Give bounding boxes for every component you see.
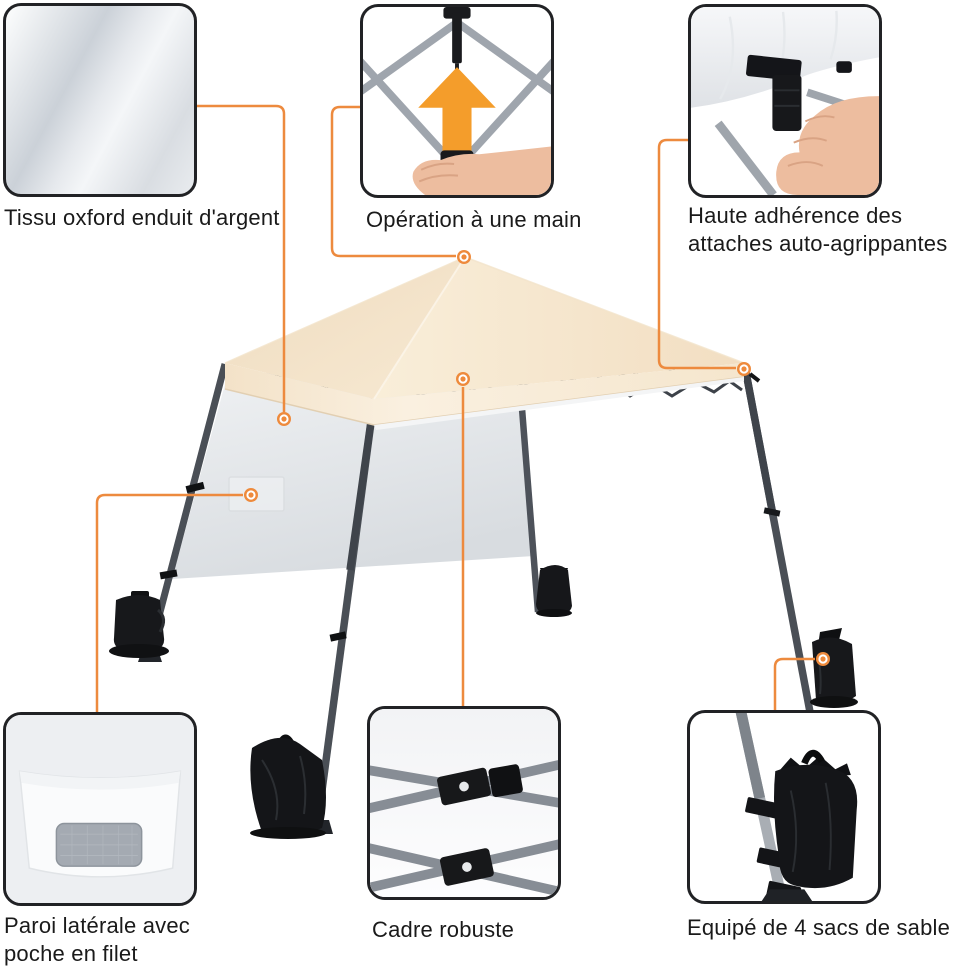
bag-handle (801, 749, 825, 765)
callout-connectors (95, 104, 815, 712)
frame-joint-plate-lower (439, 848, 494, 886)
sandbag-back-right (536, 565, 572, 617)
callout-label-frame: Cadre robuste (372, 917, 515, 942)
mesh-pocket-photo (6, 715, 194, 903)
frame-knob (836, 61, 852, 73)
hand-finger-lines (418, 162, 459, 183)
velcro-base (746, 54, 802, 82)
dot-frame (456, 372, 470, 386)
callout-box-fabric (3, 3, 197, 197)
open-hand (412, 146, 551, 195)
dot-sandbags (816, 652, 830, 666)
tent-leg-front-upper (346, 399, 378, 571)
sandbag-body (773, 764, 858, 889)
mesh-panel (55, 822, 143, 867)
callout-label-pocket: Paroi latérale avec poche en filet (4, 913, 191, 966)
scissor-frame-bars (363, 19, 551, 171)
center-pole (443, 7, 471, 73)
connector-pocket (95, 493, 243, 712)
leg-clip-front (329, 631, 347, 642)
dot-one-hand (457, 250, 471, 264)
one-hand-operation-photo (363, 7, 551, 195)
up-arrow-icon (418, 67, 496, 153)
callout-box-one-hand (360, 4, 554, 198)
leg-joint-clip (763, 507, 781, 517)
sandbag-right (810, 628, 858, 708)
callout-dots (244, 250, 830, 666)
tent-leg-right-upper (741, 366, 777, 516)
sandbag-front (250, 734, 326, 839)
connector-velcro (657, 138, 736, 370)
callout-box-pocket (3, 712, 197, 906)
leg-clips (159, 481, 205, 580)
callout-box-velcro (688, 4, 882, 198)
connector-sandbags (773, 657, 815, 710)
frame-joints-photo (370, 709, 558, 897)
connector-one-hand (330, 105, 456, 258)
tent-leg-back-right (516, 382, 542, 613)
leg-foot (761, 889, 813, 901)
callout-label-velcro: Haute adhérence des attaches auto-agripp… (688, 203, 948, 256)
canopy-underside-fabric (691, 7, 879, 108)
callout-box-sandbags (687, 710, 881, 904)
silver-fabric-swatch (6, 6, 194, 194)
callout-box-frame (367, 706, 561, 900)
velcro-strap (772, 74, 802, 132)
frame-joint-plate-upper (437, 767, 491, 806)
tent-leg-upper (735, 713, 765, 800)
tent-leg (714, 120, 777, 195)
dot-pocket (244, 488, 258, 502)
sandbag-back-left (109, 591, 169, 658)
dot-fabric (277, 412, 291, 426)
gripping-hand (776, 96, 879, 195)
callout-label-sandbags: Equipé de 4 sacs de sable (687, 915, 951, 940)
velcro-strap-photo (691, 7, 879, 195)
velcro-loop (488, 764, 523, 798)
hand-finger-lines (787, 115, 835, 167)
callout-label-one-hand: Opération à une main (366, 207, 582, 232)
callout-label-fabric: Tissu oxford enduit d'argent (4, 205, 280, 230)
canopy-valance (225, 363, 744, 425)
tent-canopy (224, 256, 745, 430)
corner-hook (748, 372, 761, 383)
connector-fabric (197, 104, 286, 412)
bag-creases (789, 782, 832, 873)
pocket-hem (19, 771, 181, 790)
strap-texture (774, 89, 800, 107)
dot-velcro (737, 362, 751, 376)
sandbag-on-leg-photo (735, 713, 858, 901)
